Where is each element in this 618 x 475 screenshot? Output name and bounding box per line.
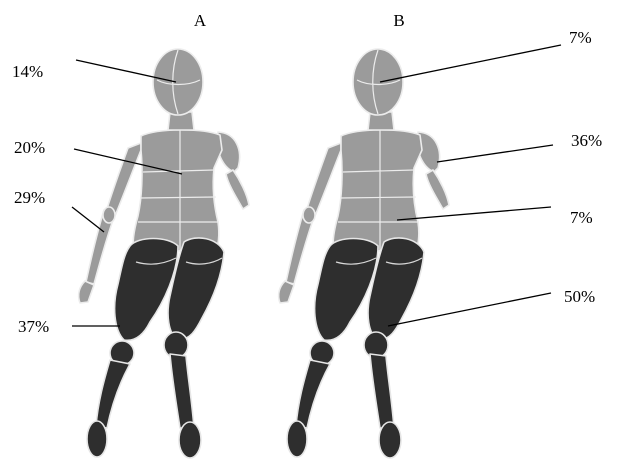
leader-b-arm	[437, 145, 553, 162]
label-a-head: 14%	[12, 62, 43, 81]
label-b-thigh: 50%	[564, 287, 595, 306]
figure-b-title: B	[393, 11, 404, 30]
label-a-arm: 29%	[14, 188, 45, 207]
label-b-arm: 36%	[571, 131, 602, 150]
leader-b-head	[380, 45, 561, 82]
figure-b-body	[279, 49, 449, 458]
figure-a-title: A	[194, 11, 207, 30]
leader-a-arm	[72, 207, 104, 232]
label-a-thigh: 37%	[18, 317, 49, 336]
figure-a-body	[79, 49, 249, 458]
label-b-head: 7%	[569, 28, 592, 47]
leader-b-torso	[397, 207, 551, 220]
label-a-torso: 20%	[14, 138, 45, 157]
label-b-torso: 7%	[570, 208, 593, 227]
